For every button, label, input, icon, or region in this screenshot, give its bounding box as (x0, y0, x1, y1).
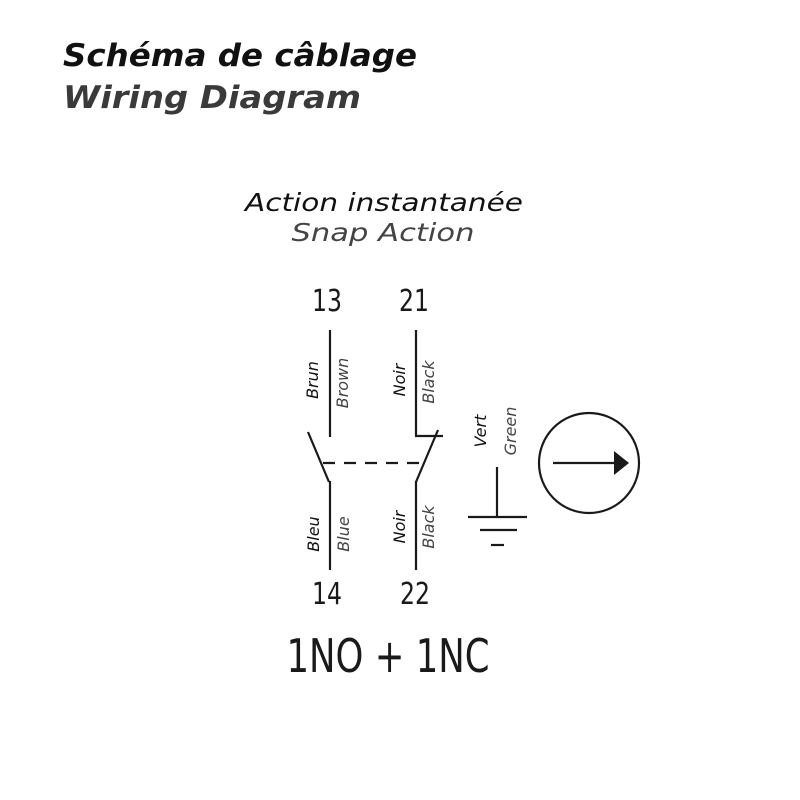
terminal-14: 14 (312, 577, 342, 612)
contact-config: 1NO + 1NC (287, 629, 490, 683)
no-contact (306, 330, 332, 570)
wire-label-21-fr: Noir (390, 362, 409, 396)
wire-label-14-en: Blue (334, 516, 353, 552)
title-fr: Schéma de câblage (63, 38, 417, 74)
terminal-21: 21 (399, 284, 429, 319)
terminal-13: 13 (312, 284, 342, 319)
wire-label-14-fr: Bleu (304, 516, 323, 551)
wire-label-ground-en: Green (501, 407, 520, 456)
direction-arrow-circle-icon (537, 411, 641, 515)
wire-label-13-en: Brown (333, 358, 352, 409)
nc-contact (414, 330, 443, 570)
subtitle-fr: Action instantanée (243, 188, 523, 217)
subtitle-en: Snap Action (292, 218, 475, 247)
wire-label-21-en: Black (419, 360, 438, 404)
wire-label-ground-fr: Vert (471, 414, 490, 447)
wire-label-22-fr: Noir (390, 509, 409, 543)
wire-label-13-fr: Brun (303, 361, 322, 399)
wire-label-22-en: Black (419, 505, 438, 549)
title-en: Wiring Diagram (63, 80, 361, 116)
ground-icon (468, 467, 527, 547)
terminal-22: 22 (400, 577, 430, 612)
